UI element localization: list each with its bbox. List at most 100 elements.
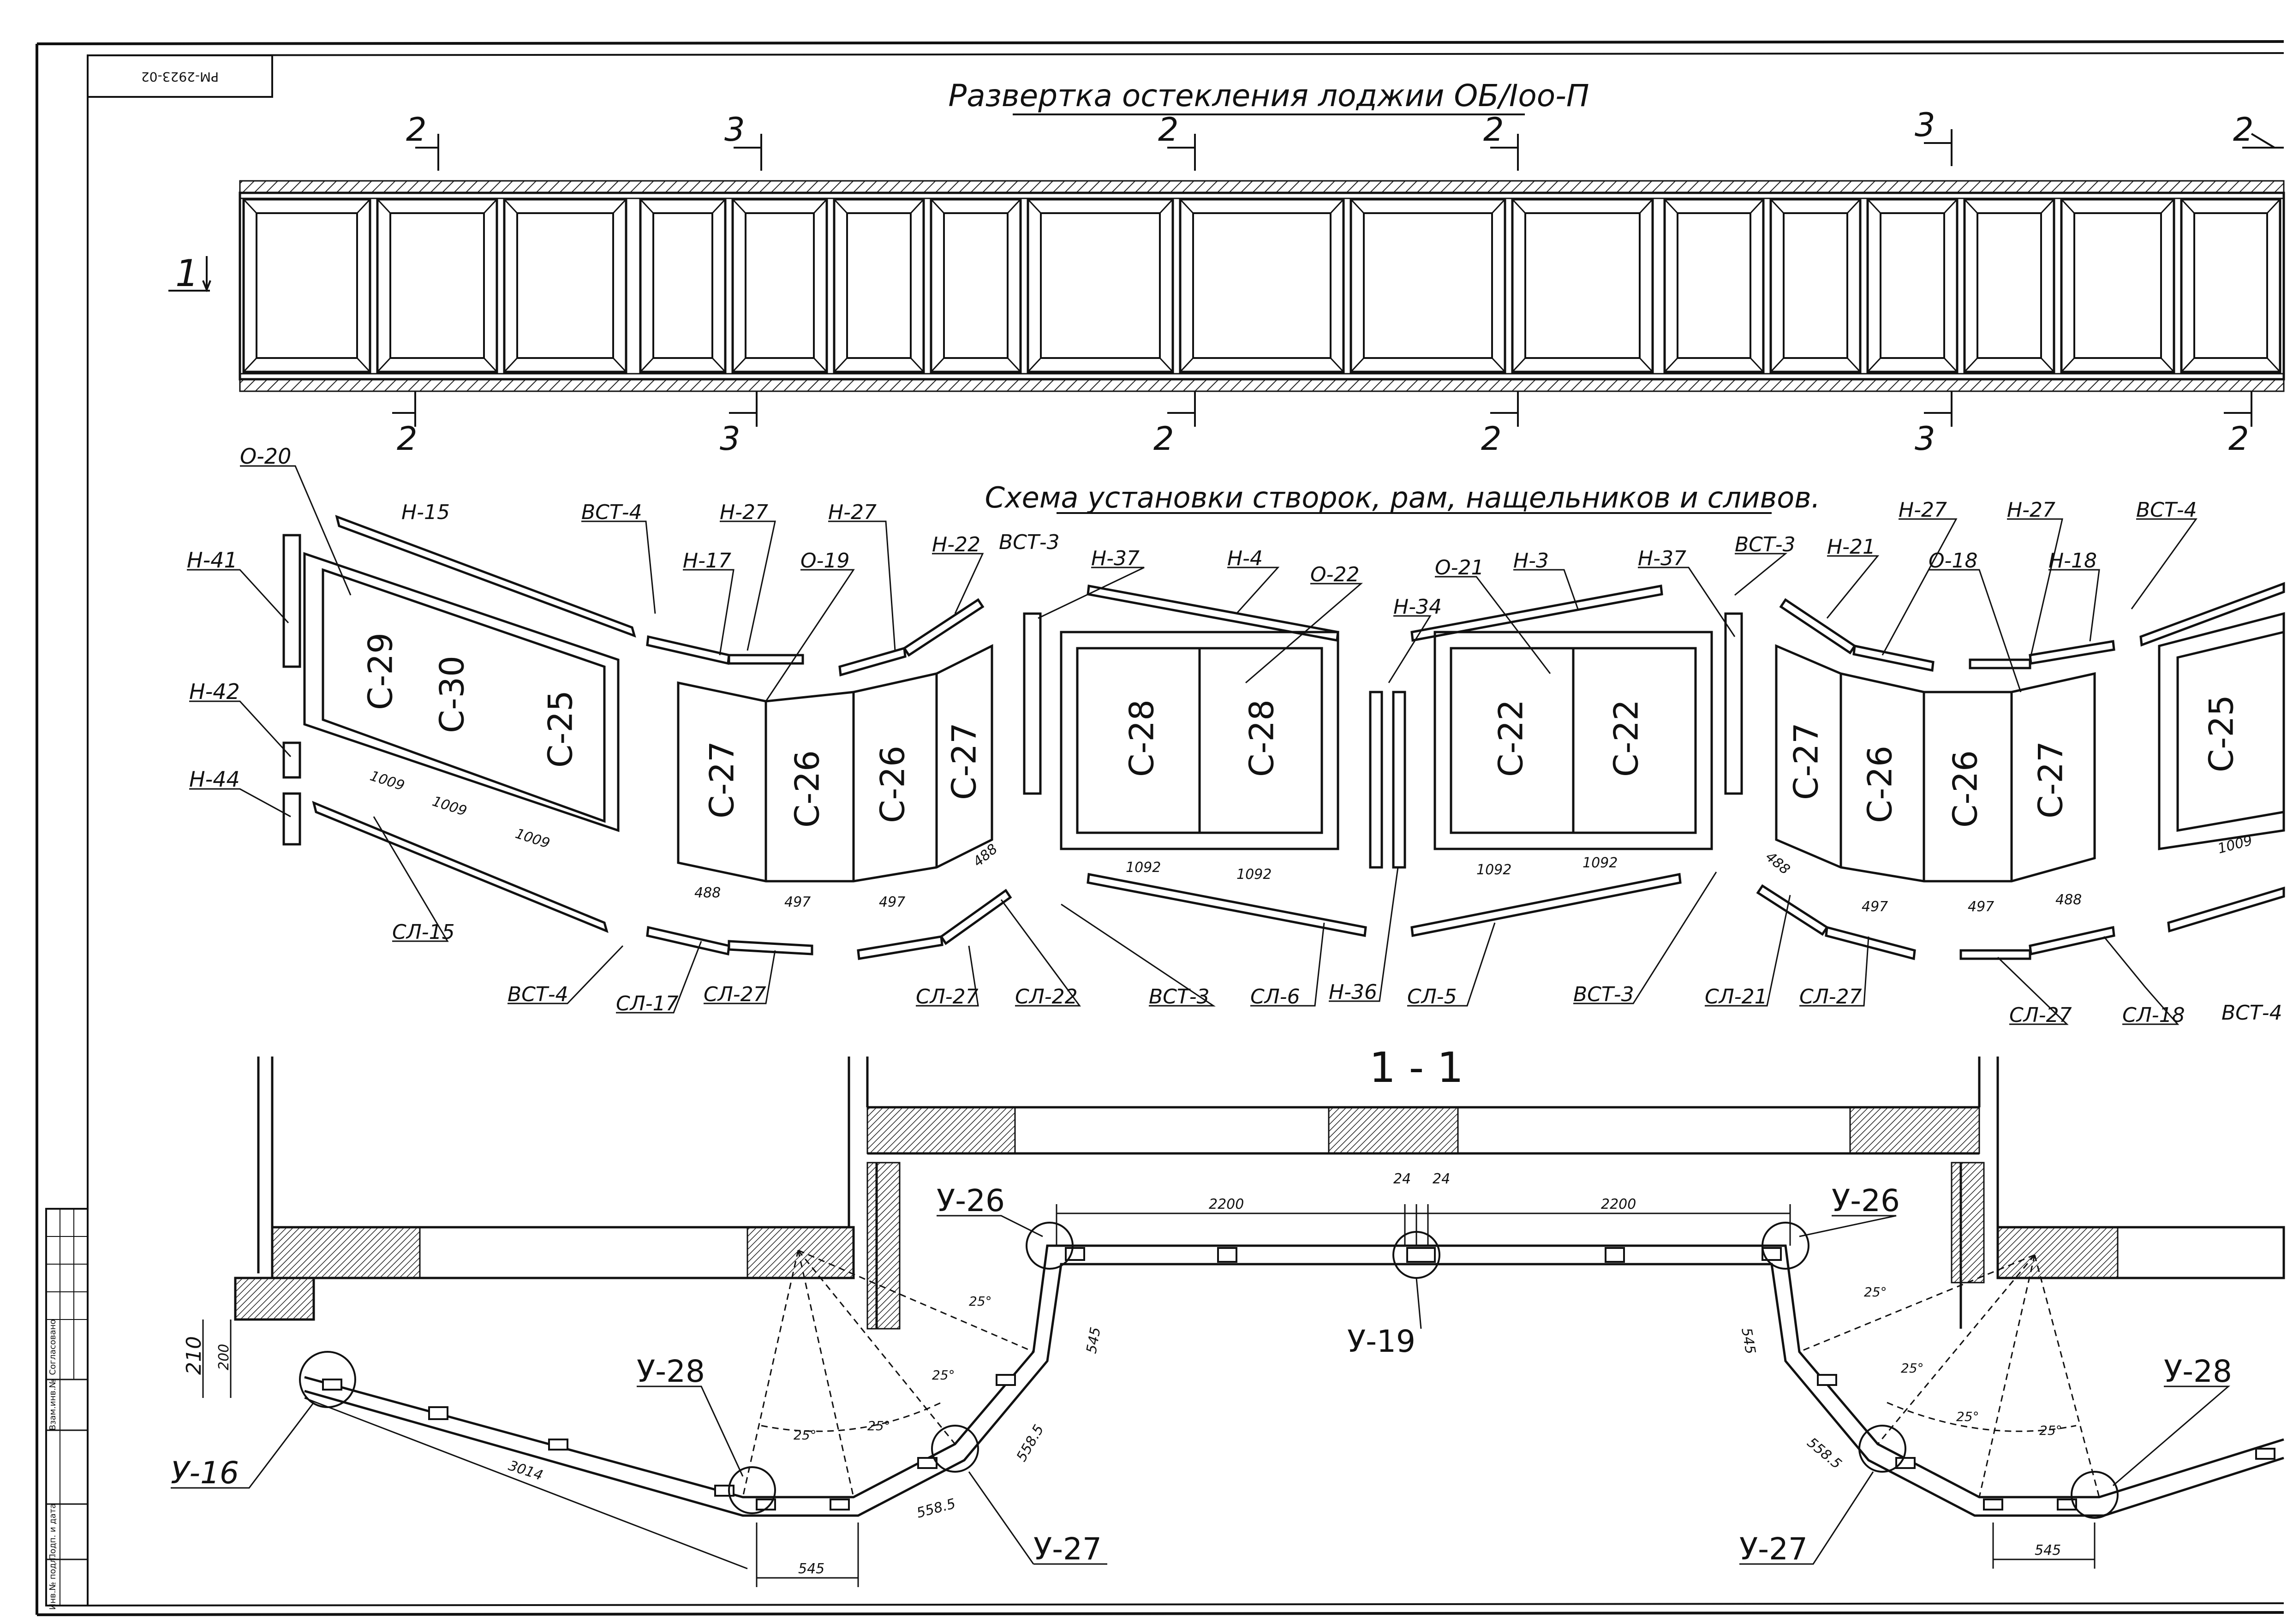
dimension-text: 558.5	[1014, 1422, 1047, 1464]
callout-label: ВСТ-3	[1735, 533, 1796, 556]
angle-text: 25°	[1901, 1361, 1924, 1376]
hatched-slab	[866, 1162, 901, 1330]
facade-bevel-line	[639, 198, 654, 214]
callout-label: Н-18	[2048, 549, 2097, 573]
glazing-fixings	[322, 1247, 2275, 1511]
section-1-1: 1 - 1	[171, 1044, 2285, 1587]
casement-label: С-22	[1492, 699, 1530, 777]
facade-title: Развертка остекления лоджии ОБ/Iоо-П	[948, 78, 1589, 113]
section-mark-top: 2	[406, 111, 427, 149]
scheme-callouts-left: О-20 Н-41 Н-42 Н-44	[187, 444, 291, 792]
section-marks-top	[415, 129, 2284, 171]
facade-bevel-line	[483, 198, 498, 214]
facade-bevel-line	[356, 357, 371, 373]
facade-bevel-line	[930, 357, 945, 373]
facade-window-frame	[242, 198, 371, 373]
facade-bevel-line	[483, 357, 498, 373]
facade-bevel-line	[1491, 357, 1506, 373]
dimension-text: 545	[1083, 1326, 1104, 1355]
node-label: У-16	[171, 1455, 239, 1491]
node-label: У-28	[637, 1354, 705, 1389]
angle-text: 25°	[969, 1294, 992, 1309]
section-node-labels: У-26 У-26 У-19 У-16 У-28 У-28 У-27 У-27	[171, 1183, 2232, 1567]
section-title: 1 - 1	[1369, 1044, 1463, 1092]
facade-bevel-line	[1964, 357, 1978, 373]
callout-label: ВСТ-4	[508, 983, 568, 1006]
dimension-text: 24	[1393, 1171, 1411, 1187]
casement-label: С-28	[1123, 699, 1161, 777]
facade-bevel-line	[376, 357, 391, 373]
casement-labels-right: С-25	[2202, 695, 2241, 772]
node-label: У-27	[1739, 1531, 1808, 1567]
section-mark-bottom: 2	[1481, 420, 1502, 458]
facade-bevel-line	[1943, 357, 1958, 373]
callout-label: Н-4	[1227, 547, 1263, 570]
facade-bevel-line	[1159, 198, 1174, 214]
facade-bevel-line	[2180, 357, 2195, 373]
facade-window-frame	[930, 198, 1022, 373]
casement-label: С-26	[788, 750, 827, 828]
facade-bevel-line	[1846, 198, 1861, 214]
facade-window-glass	[389, 212, 485, 359]
facade-bevel-line	[1491, 198, 1506, 214]
callout-label: ВСТ-3	[1573, 983, 1634, 1006]
section-mark-bottom: 3	[720, 420, 740, 458]
dimension-text: 24	[1433, 1171, 1450, 1187]
dimension-text: 545	[1738, 1326, 1758, 1355]
callout-label: СЛ-27	[916, 985, 979, 1009]
callout-label: СЛ-15	[392, 920, 455, 944]
callout-label: Н-22	[932, 533, 980, 556]
casement-labels-center-right: С-22 С-22	[1492, 699, 1646, 777]
facade-window-glass	[1977, 212, 2042, 359]
facade-bevel-line	[243, 357, 257, 373]
callout-label: О-18	[1929, 549, 1978, 573]
facade-window-frame	[639, 198, 727, 373]
dimension-text: 488	[2055, 892, 2082, 908]
facade-bevel-line	[833, 198, 848, 214]
callout-label: ВСТ-4	[581, 501, 642, 524]
facade-window-frame	[2060, 198, 2175, 373]
facade-window-frame	[1179, 198, 1345, 373]
angle-text: 25°	[1864, 1284, 1887, 1300]
facade-bevel-line	[356, 198, 371, 214]
facade-window-glass	[256, 212, 358, 359]
facade-bevel-line	[1639, 198, 1654, 214]
callout-label: СЛ-5	[1407, 985, 1457, 1009]
facade-window-frame	[1866, 198, 1959, 373]
facade-bevel-line	[930, 198, 945, 214]
callout-label: Н-36	[1329, 980, 1377, 1004]
hatched-slab	[1328, 1106, 1459, 1154]
scheme-parts	[282, 514, 2285, 961]
title-block-field: Подп. и дата	[48, 1504, 58, 1560]
casement-label: С-25	[541, 690, 580, 768]
facade-panels	[242, 198, 2281, 373]
callout-label: Н-37	[1638, 547, 1686, 570]
facade-bevel-line	[2180, 198, 2195, 214]
facade-bevel-line	[1159, 357, 1174, 373]
facade-bevel-line	[639, 357, 654, 373]
dimension-text: 1009	[2216, 832, 2254, 857]
facade-window-frame	[503, 198, 627, 373]
section-dimensions: 2200 2200 24 24 210 200 3014 545 558.5 5…	[182, 1171, 2061, 1577]
facade-window-glass	[943, 212, 1009, 359]
hatched-slab	[1849, 1106, 1980, 1154]
stamp-text: РМ-2923-02	[141, 69, 219, 84]
callout-label: СЛ-6	[1250, 985, 1300, 1009]
callout-label: Н-27	[828, 501, 877, 524]
callout-label: Н-21	[1827, 535, 1875, 559]
node-label: У-19	[1347, 1324, 1415, 1359]
facade-bevel-line	[813, 198, 828, 214]
facade-bevel-line	[1350, 357, 1365, 373]
facade-window-frame	[1769, 198, 1862, 373]
dimension-text: 1009	[368, 768, 406, 794]
facade-window-glass	[1783, 212, 1848, 359]
facade-window-glass	[516, 212, 614, 359]
node-label: У-26	[1832, 1183, 1900, 1218]
facade-bevel-line	[1867, 198, 1881, 214]
node-leaders	[171, 1215, 2231, 1565]
callout-label: СЛ-27	[2009, 1003, 2072, 1027]
construction-lines	[742, 1249, 2100, 1498]
section-mark-bottom: 3	[1915, 420, 1935, 458]
glazing-line	[304, 1244, 2284, 1517]
facade-bevel-line	[1027, 357, 1042, 373]
